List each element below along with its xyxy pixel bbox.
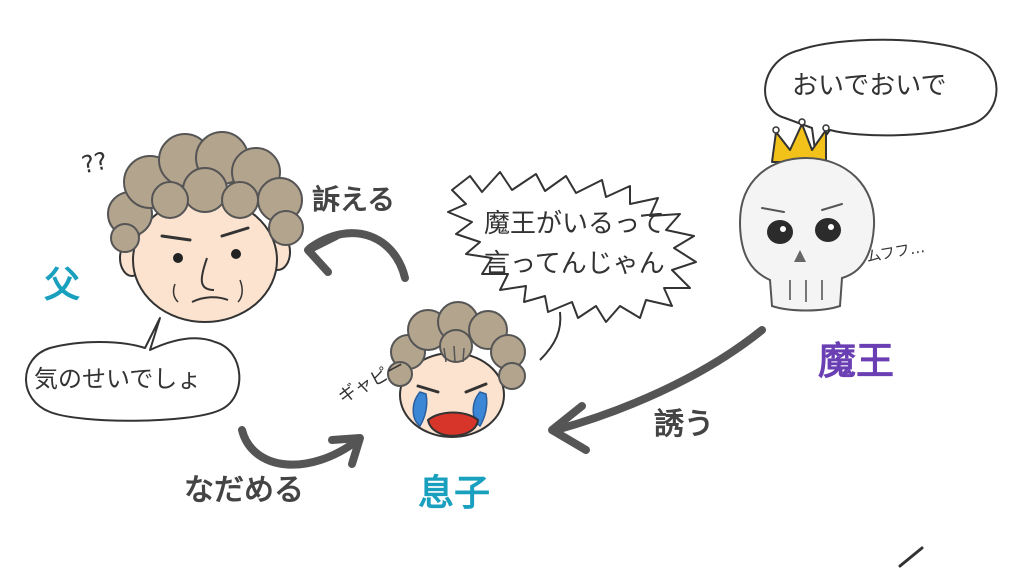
father-confused-mark: ?? [79,146,110,180]
father-speech-bubble [25,317,241,422]
demon-king-figure [738,118,876,312]
son-label: 息子 [418,473,491,514]
arrow-soothe [238,426,364,469]
son-speech-line-1: 魔王がいるって [484,209,665,239]
soothe-label: なだめる [184,473,304,508]
appeal-label: 訴える [312,183,396,216]
son-figure [387,301,526,438]
lure-label: 誘う [654,407,714,442]
father-figure [107,131,304,323]
son-speech-line-2: 言ってんじゃん [484,249,665,279]
arrow-appeal [304,229,409,282]
stray-stroke [898,546,924,568]
son-speech-bubble [447,171,697,361]
arrow-lure [548,326,766,454]
father-label: 父 [44,265,81,306]
demon-king-label: 魔王 [818,339,895,383]
demon-speech-bubble [764,38,998,151]
demon-speech-text: おいでおいで [792,71,947,101]
father-speech-text: 気のせいでしょ [34,365,202,393]
